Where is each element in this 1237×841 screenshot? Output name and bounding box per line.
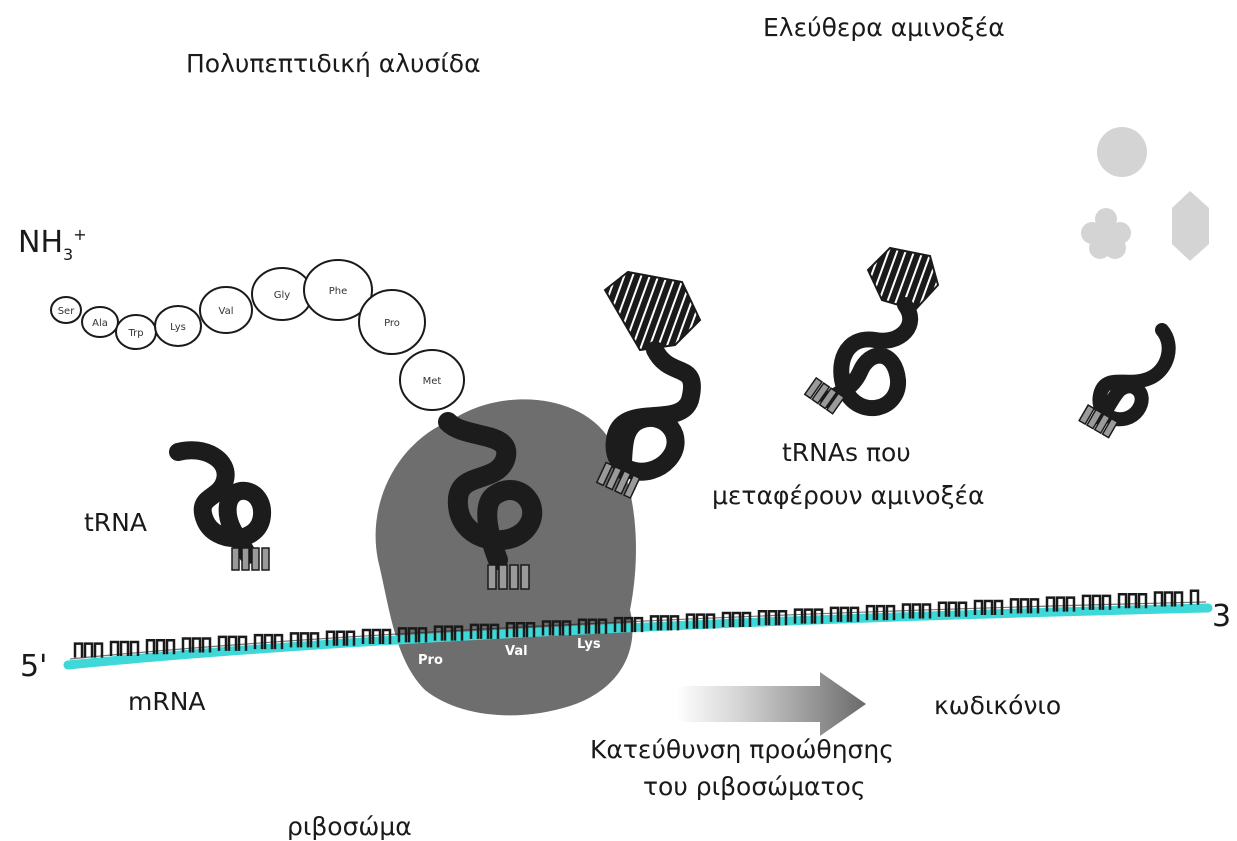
nh3-superscript: + [73,225,86,244]
amino-acid-label: Ala [92,318,108,329]
amino-acid-label: Gly [274,290,291,301]
trnas-label-line1: tRNAs που [782,438,911,467]
flower-amino-icon [1081,208,1131,259]
amino-acid-label: Pro [384,318,400,329]
direction-label-line1: Κατεύθυνση προώθησης [590,735,894,764]
trna-loaded-free [805,248,938,414]
nh3-subscript: 3 [63,245,73,264]
polypeptide-label: Πολυπεπτιδική αλυσίδα [186,49,481,78]
trna-label: tRNA [84,508,147,537]
five-prime-label: 5' [20,649,47,684]
arrow-icon [676,672,866,736]
codon-label-1: Pro [418,653,443,668]
circle-amino-icon [1097,127,1147,177]
trna-free-right [1079,330,1169,438]
trnas-label-line2: μεταφέρουν αμινοξέα [712,481,985,510]
mrna-strand [68,591,1208,665]
direction-label-line2: του ριβοσώματος [643,772,866,801]
amino-acid-label: Trp [127,328,143,339]
ribosome-label: ριβοσώμα [287,812,412,841]
trna-free-left [178,450,269,570]
amino-acid-label: Phe [329,286,348,297]
free-amino-acids [1081,127,1209,261]
amino-acid-label: Val [219,306,234,317]
mrna-label: mRNA [128,687,206,716]
nh3-label: NH3+ [18,225,87,264]
striped-amino-icon [605,272,700,350]
hexagon-amino-icon [1172,191,1209,261]
codon-label-3: Lys [577,637,601,652]
free-amino-acids-label: Ελεύθερα αμινοξέα [763,13,1005,42]
trna-a-site [597,272,700,498]
codon-label: κωδικόνιο [934,691,1061,720]
codon-label-2: Val [505,644,528,659]
three-prime-label: 3 [1212,599,1231,634]
amino-acid-label: Ser [58,306,76,317]
amino-acid-label: Lys [170,322,186,333]
nh3-text: NH [18,225,63,260]
amino-acid-label: Met [423,376,442,387]
